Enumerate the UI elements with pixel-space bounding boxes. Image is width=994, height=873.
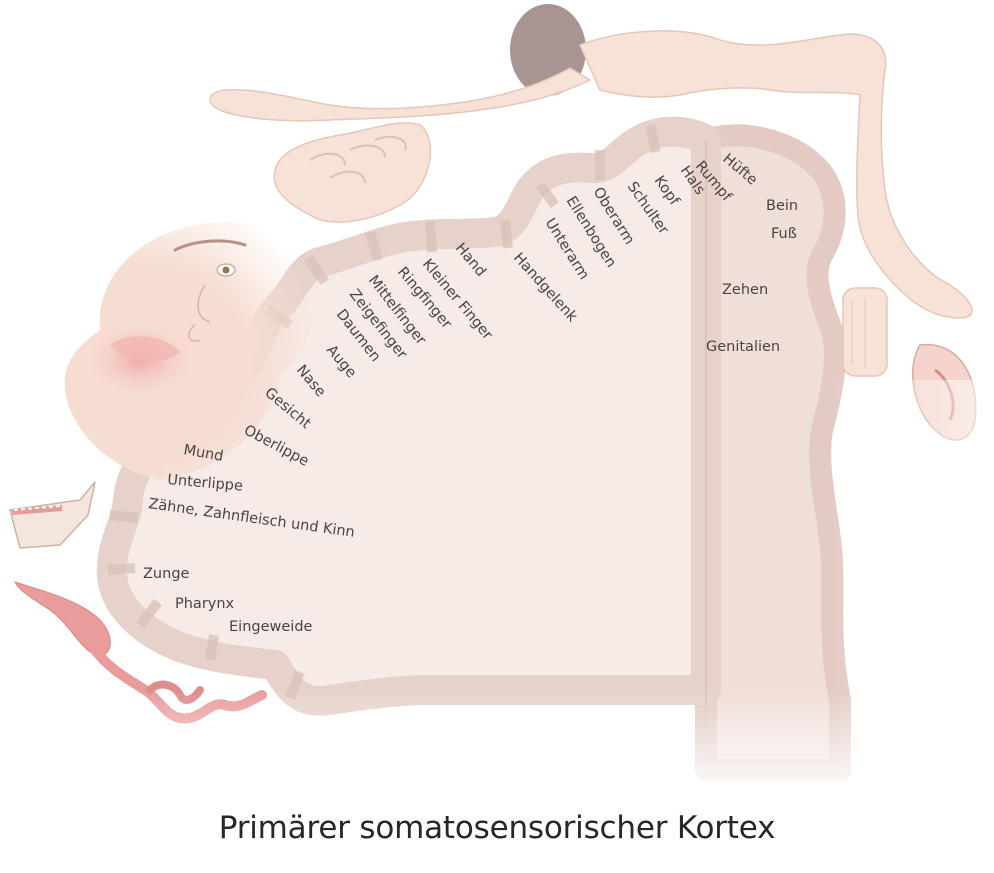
label-genitalien: Genitalien xyxy=(706,339,780,355)
label-bein: Bein xyxy=(766,198,798,214)
body-illustration xyxy=(209,4,973,319)
face-illustration xyxy=(64,221,314,480)
label-eingeweide: Eingeweide xyxy=(229,619,313,635)
bottom-fade xyxy=(0,690,994,800)
label-unterlippe: Unterlippe xyxy=(167,472,244,495)
label-mund: Mund xyxy=(182,442,224,465)
label-zehen: Zehen xyxy=(722,282,768,298)
label-fuss: Fuß xyxy=(771,226,797,242)
jaw-illustration xyxy=(9,481,96,549)
right-fade xyxy=(830,380,994,800)
figure-title: Primärer somatosensorischer Kortex xyxy=(218,810,776,846)
label-zunge: Zunge xyxy=(143,566,190,582)
toes-illustration xyxy=(842,287,888,377)
label-pharynx: Pharynx xyxy=(175,596,235,612)
